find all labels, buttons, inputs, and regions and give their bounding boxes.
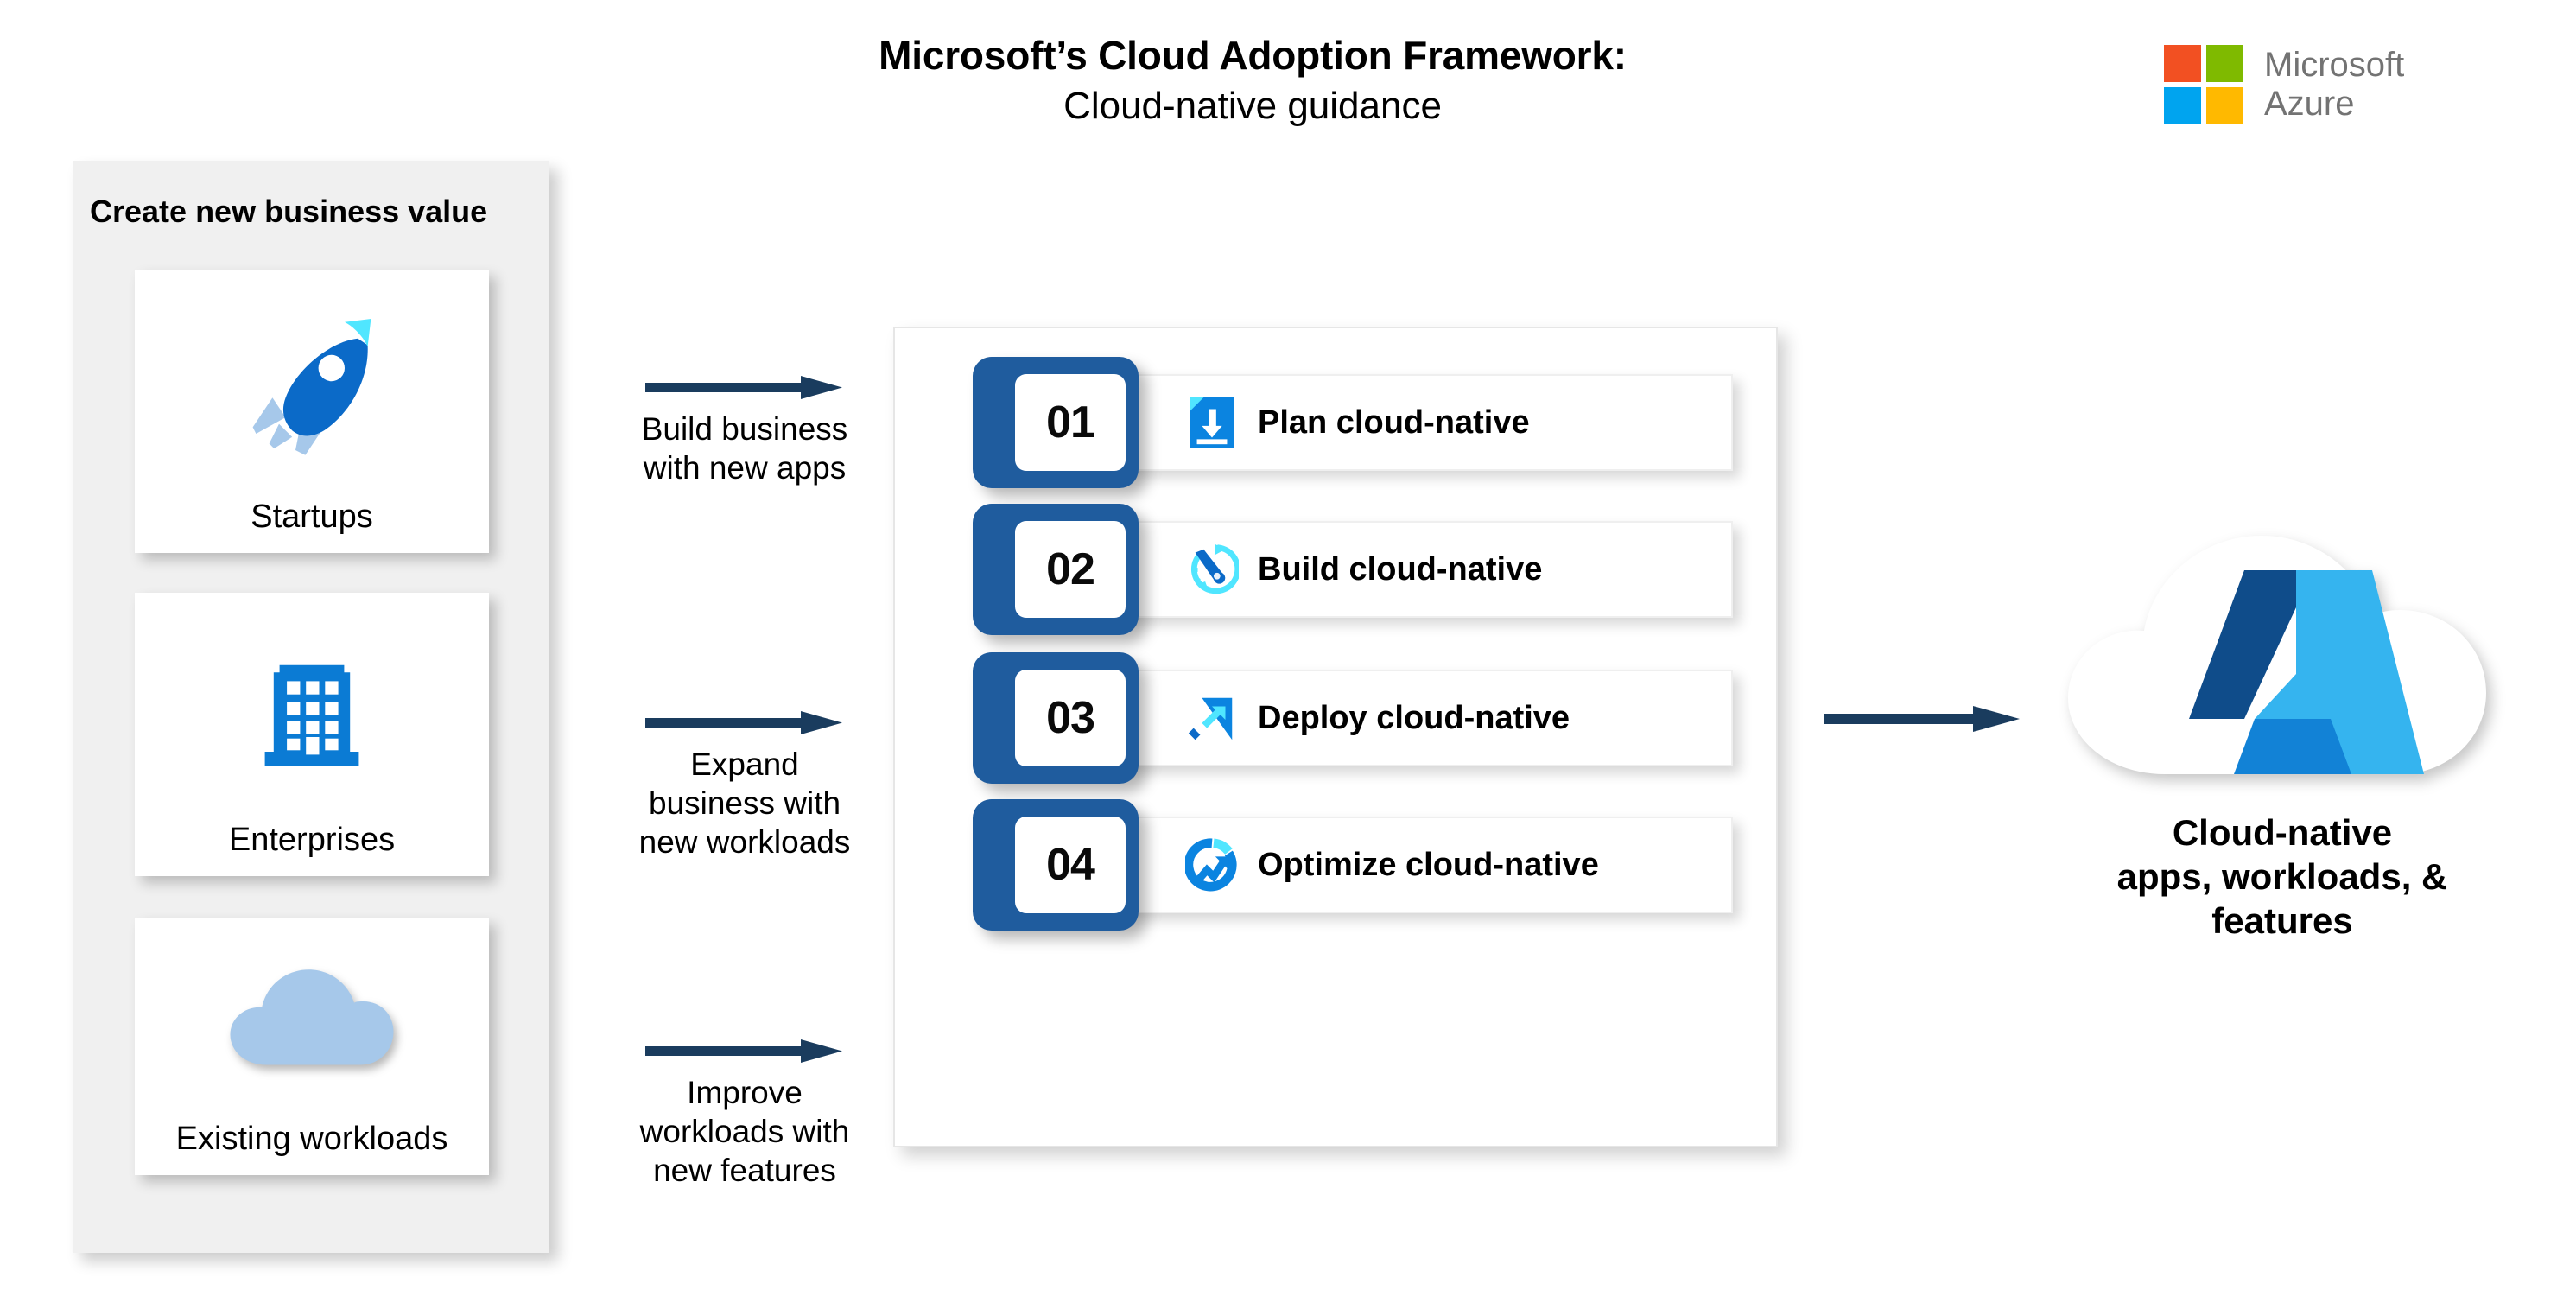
persona-card-enterprises[interactable]: Enterprises <box>135 593 489 876</box>
persona-label-enterprises: Enterprises <box>228 822 396 859</box>
step-bar-plan[interactable]: Plan cloud-native <box>1107 374 1733 471</box>
step-badge-04: 04 <box>973 799 1139 931</box>
arrow-right-icon <box>645 711 842 734</box>
flow-build-business: Build business with new apps <box>575 373 914 487</box>
microsoft-square-green <box>2206 45 2243 82</box>
step-label-optimize: Optimize cloud-native <box>1258 846 1599 883</box>
step-row-deploy[interactable]: 03 Deploy cloud-native <box>973 652 1733 784</box>
step-badge-inner-02: 02 <box>1015 521 1126 618</box>
microsoft-square-red <box>2164 45 2201 82</box>
step-badge-inner-03: 03 <box>1015 670 1126 766</box>
outcome-cloud-native: Cloud-native apps, workloads, & features <box>2040 515 2524 944</box>
page-title-line2: Cloud-native guidance <box>1063 84 1442 127</box>
flow-improve-workloads: Improve workloads with new features <box>575 1037 914 1190</box>
step-number-03: 03 <box>1046 693 1095 743</box>
left-panel-title: Create new business value <box>90 194 488 229</box>
rocket-icon <box>135 270 489 499</box>
step-label-build: Build cloud-native <box>1258 550 1543 588</box>
step-row-optimize[interactable]: 04 Optimize cloud-native <box>973 799 1733 931</box>
step-bar-deploy[interactable]: Deploy cloud-native <box>1107 670 1733 766</box>
step-row-build[interactable]: 02 Build cloud-native <box>973 504 1733 635</box>
persona-card-startups[interactable]: Startups <box>135 270 489 553</box>
wrench-refresh-icon <box>1185 543 1239 596</box>
azure-cloud-logo <box>2040 515 2524 791</box>
step-badge-inner-01: 01 <box>1015 374 1126 471</box>
launch-arrow-icon <box>1185 691 1239 745</box>
persona-label-existing-workloads: Existing workloads <box>175 1121 448 1158</box>
arrow-right-icon <box>645 376 842 399</box>
flow-label-build-business: Build business with new apps <box>641 411 848 486</box>
outcome-label: Cloud-native apps, workloads, & features <box>2116 812 2448 942</box>
step-label-plan: Plan cloud-native <box>1258 404 1530 441</box>
step-label-deploy: Deploy cloud-native <box>1258 699 1570 736</box>
step-bar-optimize[interactable]: Optimize cloud-native <box>1107 817 1733 913</box>
persona-label-startups: Startups <box>251 499 373 536</box>
create-new-business-value-panel: Create new business value Startups <box>73 161 549 1253</box>
step-number-02: 02 <box>1046 544 1095 594</box>
step-bar-build[interactable]: Build cloud-native <box>1107 521 1733 618</box>
step-number-01: 01 <box>1046 397 1095 448</box>
persona-card-existing-workloads[interactable]: Existing workloads <box>135 918 489 1175</box>
step-row-plan[interactable]: 01 Plan cloud-native <box>973 357 1733 488</box>
flow-label-expand-business: Expand business with new workloads <box>638 747 851 861</box>
arrow-right-icon <box>1824 706 2020 732</box>
microsoft-squares-icon <box>2164 45 2243 124</box>
cloud-native-steps-panel: 01 Plan cloud-native 02 <box>893 327 1778 1147</box>
microsoft-square-blue <box>2164 87 2201 124</box>
document-download-icon <box>1185 396 1239 449</box>
flow-label-improve-workloads: Improve workloads with new features <box>639 1075 850 1189</box>
step-badge-03: 03 <box>973 652 1139 784</box>
step-badge-01: 01 <box>973 357 1139 488</box>
cloud-icon <box>135 918 489 1122</box>
flow-expand-business: Expand business with new workloads <box>575 709 914 861</box>
step-badge-02: 02 <box>973 504 1139 635</box>
step-badge-inner-04: 04 <box>1015 817 1126 913</box>
step-number-04: 04 <box>1046 840 1095 890</box>
microsoft-square-yellow <box>2206 87 2243 124</box>
wordmark-azure: Azure <box>2264 85 2355 123</box>
office-building-icon <box>135 593 489 823</box>
page-title: Microsoft’s Cloud Adoption Framework: Cl… <box>484 31 2021 130</box>
page-title-line1: Microsoft’s Cloud Adoption Framework: <box>879 33 1627 78</box>
microsoft-azure-wordmark: Microsoft Azure <box>2264 46 2404 124</box>
arrow-right-icon <box>645 1039 842 1063</box>
microsoft-azure-logo: Microsoft Azure <box>2164 45 2404 124</box>
wordmark-microsoft: Microsoft <box>2264 46 2405 85</box>
donut-trend-icon <box>1185 838 1239 892</box>
